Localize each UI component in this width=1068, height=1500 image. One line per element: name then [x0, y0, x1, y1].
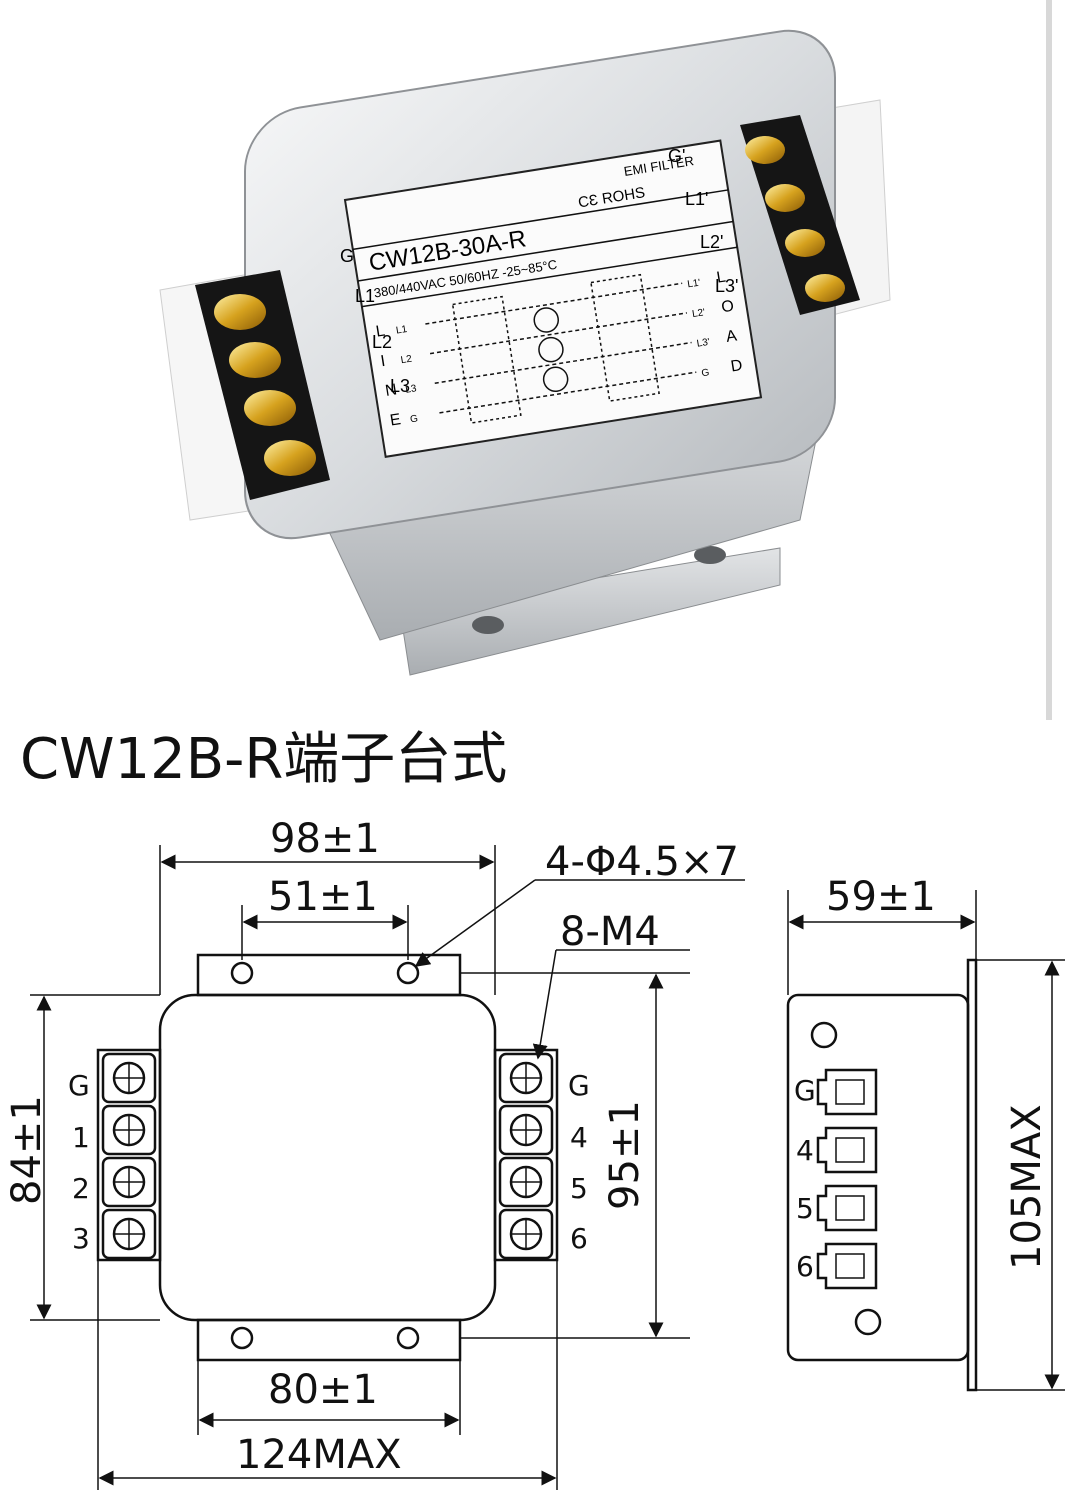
- left-pin-label: G: [68, 1069, 90, 1102]
- schematic-out: L1': [687, 277, 702, 290]
- side-terminal-icon: [816, 1126, 878, 1174]
- terminal-screw-icon: [101, 1052, 157, 1104]
- terminal-screw-icon: [498, 1052, 554, 1104]
- dimension-drawing: CW12B-R端子台式 G 1 2 3 G 4 5 6 98±1 51±1 4-…: [4, 727, 1065, 1490]
- side-pin-label: 6: [796, 1250, 814, 1283]
- screw-terminal: [805, 274, 845, 302]
- terminal-screw-icon: [498, 1208, 554, 1260]
- screw-terminal: [244, 390, 296, 426]
- ground-screw: [810, 1021, 838, 1049]
- input-terminal-label: L3: [390, 376, 410, 396]
- terminal-screw-icon: [498, 1104, 554, 1156]
- dim-95: 95±1: [602, 1100, 648, 1210]
- side-pin-label: 5: [796, 1192, 814, 1225]
- left-pin-label: 3: [72, 1222, 90, 1255]
- left-pin-label: 2: [72, 1172, 90, 1205]
- load-letter: D: [730, 357, 744, 376]
- right-pin-label: G: [568, 1069, 590, 1102]
- line-letter: I: [379, 353, 386, 370]
- dim-105: 105MAX: [1004, 1104, 1050, 1270]
- side-terminal-icon: [816, 1068, 878, 1116]
- load-letter: L: [715, 268, 727, 286]
- terminal-screw-icon: [498, 1156, 554, 1208]
- mounting-hole: [396, 1326, 420, 1350]
- side-view: [786, 958, 978, 1392]
- schematic-out: L2': [691, 307, 706, 320]
- dim-59: 59±1: [826, 874, 936, 920]
- schematic-in: L1: [395, 324, 408, 337]
- input-terminal-label: G: [340, 246, 354, 266]
- front-view: [96, 953, 559, 1362]
- screw-terminal: [229, 342, 281, 378]
- dim-98: 98±1: [270, 816, 380, 862]
- mounting-hole: [230, 1326, 254, 1350]
- dim-84: 84±1: [4, 1095, 50, 1205]
- load-letter: A: [725, 327, 739, 346]
- schematic-in: L2: [400, 354, 413, 367]
- line-letter: E: [389, 411, 402, 429]
- right-pin-label: 5: [570, 1172, 588, 1205]
- terminal-screw-icon: [101, 1156, 157, 1208]
- input-terminal-label: L1: [355, 286, 375, 306]
- screw-terminal: [264, 440, 316, 476]
- output-terminal-label: L1': [685, 189, 708, 209]
- output-terminal-block: [740, 115, 860, 315]
- right-pin-label: 4: [570, 1121, 588, 1154]
- dim-80: 80±1: [268, 1367, 378, 1413]
- output-terminal-label: L2': [700, 232, 723, 252]
- right-pin-label: 6: [570, 1222, 588, 1255]
- side-terminal-icon: [816, 1184, 878, 1232]
- product-label: EMI FILTER CƐ ROHS CW12B-30A-R 380/440VA…: [343, 139, 763, 458]
- screw-terminal: [745, 136, 785, 164]
- mounting-hole: [396, 961, 420, 985]
- dim-screws: 8-M4: [560, 909, 660, 955]
- load-letter: O: [720, 298, 735, 317]
- schematic-out: G: [701, 367, 711, 379]
- mounting-bracket: [399, 546, 781, 676]
- side-pin-label: G: [794, 1074, 816, 1107]
- drawing-title: CW12B-R端子台式: [20, 727, 507, 792]
- schematic-in: L3: [405, 383, 418, 396]
- left-pin-label: 1: [72, 1121, 90, 1154]
- screw-terminal: [765, 184, 805, 212]
- side-pin-label: 4: [796, 1134, 814, 1167]
- dim-51: 51±1: [268, 874, 378, 920]
- output-terminal-label: G': [668, 146, 685, 166]
- mounting-hole: [230, 961, 254, 985]
- screw-terminal: [785, 229, 825, 257]
- terminal-screw-icon: [101, 1104, 157, 1156]
- schematic-out: L3': [696, 337, 711, 350]
- schematic-in: G: [409, 413, 419, 425]
- dim-holes: 4-Φ4.5×7: [545, 839, 739, 885]
- product-photo: EMI FILTER CƐ ROHS CW12B-30A-R 380/440VA…: [159, 0, 1052, 720]
- input-terminal-label: L2: [372, 332, 392, 352]
- output-terminal-label: L3': [715, 276, 738, 296]
- line-letter: L: [375, 322, 387, 340]
- input-terminal-block: [195, 270, 330, 500]
- ground-screw: [854, 1308, 882, 1336]
- side-terminal-icon: [816, 1242, 878, 1290]
- terminal-screw-icon: [101, 1208, 157, 1260]
- line-letter: N: [384, 381, 398, 400]
- screw-terminal: [214, 294, 266, 330]
- dim-124: 124MAX: [236, 1432, 402, 1478]
